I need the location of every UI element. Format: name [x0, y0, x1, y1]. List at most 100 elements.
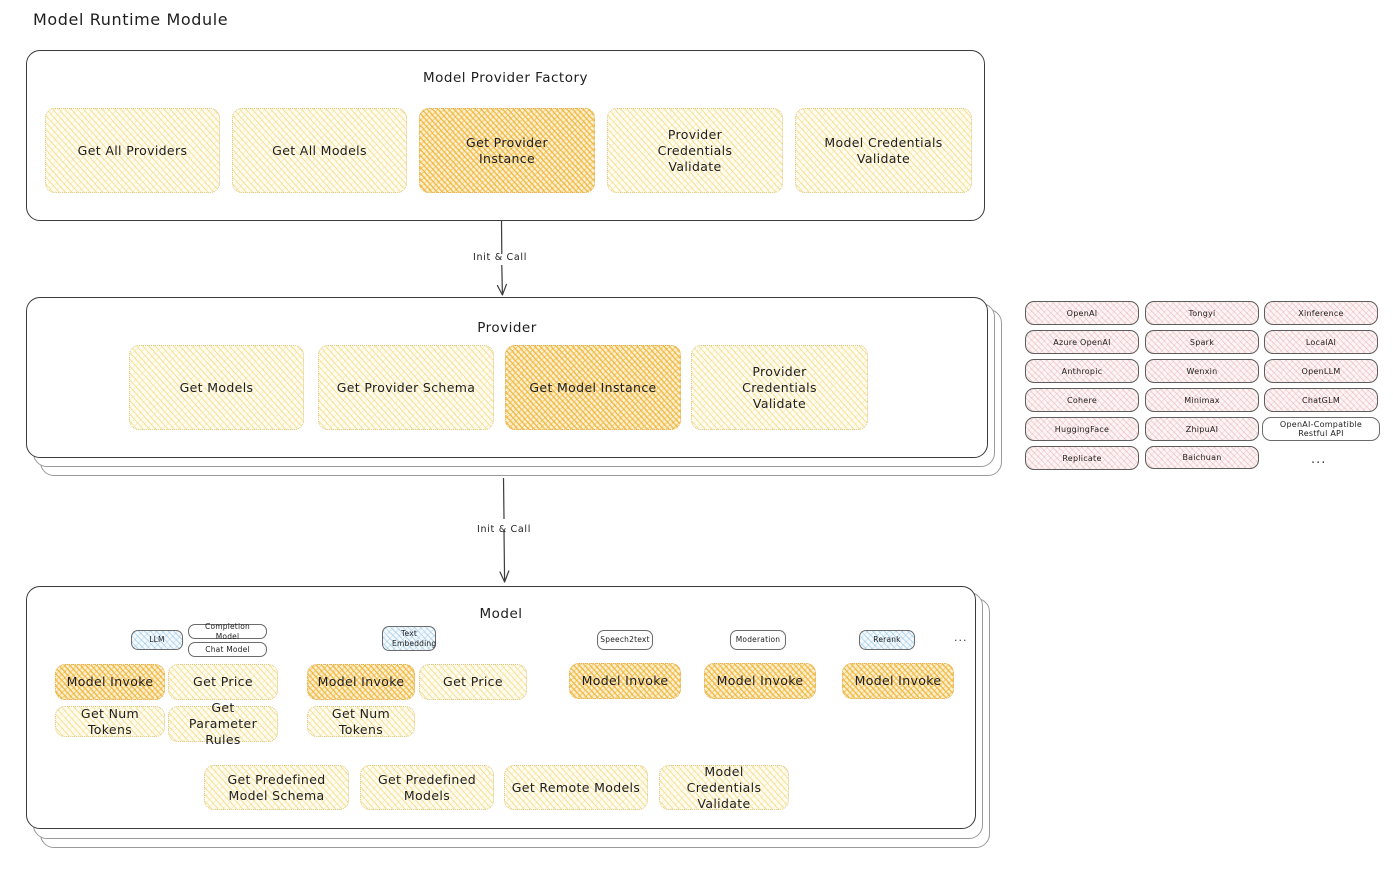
model-sub-badge-label: Completion Model [205, 622, 250, 641]
model-type-badge-label: LLM [149, 635, 165, 645]
arrow-label-init-call-2: Init & Call [477, 524, 532, 535]
model-shared-get-predefined-models[interactable]: Get Predefined Models [360, 765, 494, 810]
provider-title: Provider [477, 320, 537, 336]
factory-box-model-credentials-validate[interactable]: Model Credentials Validate [795, 108, 972, 193]
provider-chip-openai-compatible-restful-api[interactable]: OpenAI-Compatible Restful API [1262, 417, 1380, 441]
provider-chip-wenxin[interactable]: Wenxin [1145, 359, 1259, 383]
provider-box-get-provider-schema[interactable]: Get Provider Schema [318, 345, 494, 430]
model-types-ellipsis: ... [954, 631, 968, 644]
model-method-text-embedding-get-price[interactable]: Get Price [419, 664, 527, 700]
model-method-label: Get Num Tokens [331, 705, 391, 737]
model-method-label: Get Parameter Rules [188, 700, 258, 747]
model-provider-factory-card: Model Provider Factory Get All Providers… [26, 50, 985, 221]
model-method-label: Get Price [443, 674, 503, 689]
provider-chip-spark[interactable]: Spark [1145, 330, 1259, 354]
factory-box-get-all-models[interactable]: Get All Models [232, 108, 407, 193]
model-sub-badge-label: Chat Model [205, 644, 250, 654]
provider-chip-minimax[interactable]: Minimax [1145, 388, 1259, 412]
provider-box-label: Get Model Instance [529, 379, 657, 395]
model-shared-label: Get Remote Models [511, 779, 641, 795]
provider-chip-label: ZhipuAI [1185, 424, 1219, 434]
model-type-badge-speech2text[interactable]: Speech2text [597, 630, 653, 650]
provider-chip-label: Replicate [1062, 453, 1102, 463]
provider-box-label: Get Models [179, 379, 254, 395]
provider-chip-label: OpenAI [1066, 308, 1098, 318]
model-method-text-embedding-model-invoke[interactable]: Model Invoke [307, 664, 415, 700]
provider-chip-label: Baichuan [1182, 453, 1222, 462]
model-type-badge-text-embedding[interactable]: Text Embedding [382, 626, 436, 651]
model-shared-model-credentials-validate[interactable]: Model Credentials Validate [659, 763, 789, 811]
provider-chip-label: OpenLLM [1301, 366, 1341, 376]
provider-chip-localai[interactable]: LocalAI [1264, 330, 1378, 354]
model-method-moderation-model-invoke[interactable]: Model Invoke [704, 663, 816, 699]
provider-box-get-models[interactable]: Get Models [129, 345, 304, 430]
arrow-factory-to-provider [496, 221, 507, 296]
provider-chip-label: Tongyi [1188, 308, 1216, 318]
factory-box-label: Get Provider Instance [466, 134, 548, 166]
model-sub-badge-completion-model[interactable]: Completion Model [188, 622, 267, 641]
page-title: Model Runtime Module [33, 10, 229, 29]
model-method-llm-get-parameter-rules[interactable]: Get Parameter Rules [168, 700, 278, 747]
provider-chip-label: LocalAI [1305, 337, 1337, 347]
model-method-label: Get Price [193, 674, 253, 689]
model-method-label: Model Invoke [716, 673, 804, 688]
provider-chip-label: Xinference [1298, 308, 1344, 318]
model-method-llm-get-price[interactable]: Get Price [168, 664, 278, 700]
provider-chip-label: Minimax [1184, 395, 1220, 405]
model-type-badge-moderation[interactable]: Moderation [730, 630, 786, 650]
factory-box-get-provider-instance[interactable]: Get Provider Instance [419, 108, 595, 193]
model-method-llm-model-invoke[interactable]: Model Invoke [55, 664, 165, 700]
model-sub-badge-chat-model[interactable]: Chat Model [188, 642, 267, 657]
model-method-text-embedding-get-num-tokens[interactable]: Get Num Tokens [307, 706, 415, 737]
provider-chip-replicate[interactable]: Replicate [1025, 446, 1139, 470]
model-shared-label: Get Predefined Model Schema [227, 771, 326, 803]
model-type-badge-label: Rerank [873, 635, 901, 645]
model-shared-get-predefined-model-schema[interactable]: Get Predefined Model Schema [204, 765, 349, 810]
model-type-badge-llm[interactable]: LLM [131, 630, 183, 650]
factory-box-get-all-providers[interactable]: Get All Providers [45, 108, 220, 193]
provider-list-ellipsis: ... [1311, 452, 1327, 467]
factory-box-label: Get All Providers [77, 142, 188, 158]
provider-card: Provider Get Models Get Provider Schema … [26, 297, 988, 458]
factory-box-label: Provider Credentials Validate [657, 126, 733, 174]
model-method-llm-get-num-tokens[interactable]: Get Num Tokens [55, 706, 165, 737]
model-method-label: Model Invoke [317, 674, 405, 689]
provider-chip-label: Spark [1189, 337, 1215, 347]
provider-chip-label: OpenAI-Compatible Restful API [1279, 420, 1363, 438]
provider-box-label: Get Provider Schema [336, 379, 476, 395]
provider-chip-label: Wenxin [1186, 366, 1218, 376]
provider-box-label: Provider Credentials Validate [742, 363, 817, 411]
factory-box-label: Model Credentials Validate [824, 134, 943, 166]
provider-chip-anthropic[interactable]: Anthropic [1025, 359, 1139, 383]
factory-box-provider-credentials-validate[interactable]: Provider Credentials Validate [607, 108, 783, 193]
provider-chip-label: HuggingFace [1054, 424, 1110, 434]
arrow-label-init-call-1: Init & Call [473, 252, 528, 263]
provider-chip-label: Azure OpenAI [1053, 337, 1111, 347]
model-type-badge-label: Text Embedding [392, 629, 437, 648]
model-method-label: Model Invoke [581, 673, 669, 688]
provider-chip-zhipuai[interactable]: ZhipuAI [1145, 417, 1259, 441]
provider-chip-xinference[interactable]: Xinference [1264, 301, 1378, 325]
model-shared-label: Model Credentials Validate [686, 763, 762, 811]
provider-box-get-model-instance[interactable]: Get Model Instance [505, 345, 681, 430]
model-method-speech2text-model-invoke[interactable]: Model Invoke [569, 663, 681, 699]
provider-chip-huggingface[interactable]: HuggingFace [1025, 417, 1139, 441]
provider-chip-label: ChatGLM [1301, 395, 1340, 405]
provider-chip-tongyi[interactable]: Tongyi [1145, 301, 1259, 325]
provider-chip-cohere[interactable]: Cohere [1025, 388, 1139, 412]
factory-box-label: Get All Models [272, 142, 367, 158]
model-type-badge-rerank[interactable]: Rerank [859, 630, 915, 650]
provider-box-provider-credentials-validate[interactable]: Provider Credentials Validate [691, 345, 868, 430]
model-provider-factory-title: Model Provider Factory [422, 70, 588, 86]
provider-chip-azure-openai[interactable]: Azure OpenAI [1025, 330, 1139, 354]
provider-chip-openai[interactable]: OpenAI [1025, 301, 1139, 325]
provider-chip-baichuan[interactable]: Baichuan [1145, 446, 1259, 469]
model-shared-get-remote-models[interactable]: Get Remote Models [504, 765, 648, 810]
model-card: Model LLM Completion Model Chat Model Mo… [26, 586, 976, 829]
model-method-rerank-model-invoke[interactable]: Model Invoke [842, 663, 954, 699]
provider-chip-openllm[interactable]: OpenLLM [1264, 359, 1378, 383]
provider-chip-chatglm[interactable]: ChatGLM [1264, 388, 1378, 412]
model-type-badge-label: Speech2text [600, 635, 650, 645]
model-type-badge-label: Moderation [735, 635, 781, 645]
